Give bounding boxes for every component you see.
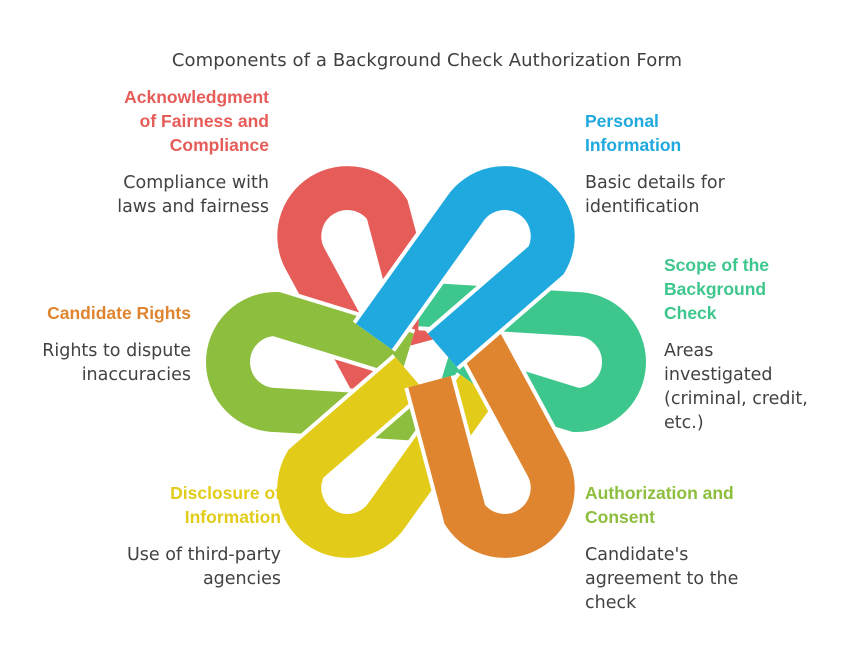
hoop-authorization xyxy=(408,315,575,558)
hoop-scope xyxy=(418,282,646,433)
diagram-title: Components of a Background Check Authori… xyxy=(171,50,683,71)
hoop-rights xyxy=(206,291,434,442)
hoop-personal xyxy=(356,166,575,367)
hoop-disclosure xyxy=(277,357,496,558)
component-title: Candidate Rights xyxy=(47,303,191,323)
hoop-ack xyxy=(277,166,444,409)
